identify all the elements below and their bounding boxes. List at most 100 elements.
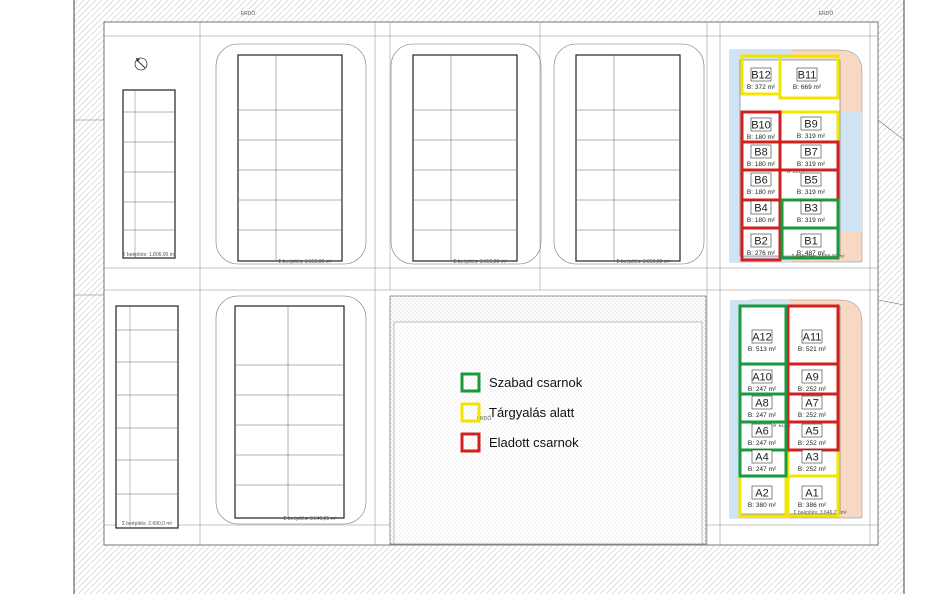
- legend-swatch-free: [460, 372, 481, 393]
- unit-area-b7: B: 319 m²: [797, 161, 826, 168]
- unit-area-b10: B: 180 m²: [747, 134, 776, 141]
- unit-id-b2: B2: [754, 236, 767, 248]
- unit-id-box-a6: [751, 423, 773, 438]
- unit-id-a2: A2: [755, 488, 768, 500]
- block-middle-3-top: Σ beépítés: 3.656,00 m²: [553, 43, 705, 265]
- unit-area-a11: B: 521 m²: [798, 346, 827, 353]
- unit-id-box-a12: [751, 329, 773, 344]
- unit-id-b10: B10: [751, 120, 771, 132]
- unit-area-a5: B: 252 m²: [798, 440, 827, 447]
- block-left-top: Σ beépítés: 1.806,00 m²: [122, 89, 176, 259]
- unit-id-a11: A11: [803, 332, 822, 344]
- unit-id-a7: A7: [805, 398, 818, 410]
- unit-id-a8: A8: [755, 398, 768, 410]
- legend: Szabad csarnok Tárgyalás alatt Eladott c…: [460, 372, 583, 453]
- unit-frame-b1[interactable]: [780, 226, 840, 260]
- unit-id-box-a10: [751, 369, 773, 384]
- forest-label-right: ERDŐ: [819, 10, 834, 17]
- forest-label-left: ERDŐ: [241, 10, 256, 17]
- legend-label-sold: Eladott csarnok: [489, 435, 579, 450]
- unit-id-a9: A9: [805, 372, 818, 384]
- block-left-top-label: Σ beépítés: 1.806,00 m²: [122, 252, 175, 258]
- unit-id-box-b6: [750, 172, 772, 187]
- block-middle-3-top-label: Σ beépítés: 3.656,00 m²: [616, 259, 669, 265]
- central-plot-label: ERDŐ: [477, 415, 492, 422]
- legend-label-free: Szabad csarnok: [489, 375, 583, 390]
- block-left-bottom: Σ beépítés: 2.690,0 m²: [115, 305, 179, 529]
- unit-area-b9: B: 319 m²: [797, 133, 826, 140]
- unit-id-box-b1: [800, 233, 822, 248]
- unit-id-box-a9: [801, 369, 823, 384]
- unit-area-b5: B: 319 m²: [797, 189, 826, 196]
- unit-id-box-b11: [796, 67, 818, 82]
- unit-area-b12: B: 372 m²: [747, 84, 776, 91]
- unit-frame-a1[interactable]: [786, 474, 840, 518]
- a-block-base: Σ beépítés: 3.646,25 m² A' ÉLET: [729, 299, 863, 519]
- unit-frame-b11[interactable]: [778, 54, 840, 100]
- unit-id-box-b4: [750, 200, 772, 215]
- unit-area-a8: B: 247 m²: [748, 412, 777, 419]
- unit-id-box-b8: [750, 144, 772, 159]
- a-building-label: A' ÉLET: [773, 422, 791, 429]
- unit-id-a1: A1: [805, 488, 818, 500]
- unit-id-box-a11: [801, 329, 823, 344]
- unit-id-a5: A5: [805, 426, 818, 438]
- a-block-label: Σ beépítés: 3.646,25 m²: [793, 510, 846, 516]
- block-middle-2-top: Σ beépítés: 3.656,00 m²: [390, 43, 542, 265]
- unit-area-a7: B: 252 m²: [798, 412, 827, 419]
- central-plot: ERDŐ: [389, 295, 707, 545]
- unit-id-a12: A12: [752, 332, 772, 344]
- unit-area-a12: B: 513 m²: [748, 346, 777, 353]
- unit-id-b7: B7: [804, 147, 817, 159]
- unit-area-a10: B: 247 m²: [748, 386, 777, 393]
- unit-id-box-a2: [751, 485, 773, 500]
- unit-id-b11: B11: [798, 70, 817, 82]
- unit-id-box-b7: [800, 144, 822, 159]
- unit-area-b11: B: 669 m²: [793, 84, 822, 91]
- unit-id-box-b2: [750, 233, 772, 248]
- internal-roads: [104, 22, 878, 545]
- unit-id-a4: A4: [755, 452, 768, 464]
- unit-area-a6: B: 247 m²: [748, 440, 777, 447]
- unit-id-box-a8: [751, 395, 773, 410]
- unit-id-b5: B5: [804, 175, 817, 187]
- unit-id-b8: B8: [754, 147, 767, 159]
- unit-area-b8: B: 180 m²: [747, 161, 776, 168]
- unit-id-b3: B3: [804, 203, 817, 215]
- unit-area-a2: B: 380 m²: [748, 502, 777, 509]
- unit-id-box-b10: [750, 117, 772, 132]
- unit-area-b2: B: 276 m²: [747, 250, 776, 257]
- b-block-base: Σ beépítés: 3.656,00 m² B' ÉLET: [729, 49, 863, 263]
- unit-id-b1: B1: [804, 236, 817, 248]
- legend-swatch-sold: [460, 432, 481, 453]
- unit-id-a3: A3: [805, 452, 818, 464]
- unit-frame-b2[interactable]: [740, 226, 782, 262]
- unit-id-a10: A10: [752, 372, 772, 384]
- unit-id-b12: B12: [751, 70, 771, 82]
- unit-area-a9: B: 252 m²: [798, 386, 827, 393]
- block-middle-2-top-label: Σ beépítés: 3.656,00 m²: [453, 259, 506, 265]
- unit-id-a6: A6: [755, 426, 768, 438]
- unit-id-box-a7: [801, 395, 823, 410]
- forest-surroundings: [74, 0, 904, 594]
- unit-id-box-a4: [751, 449, 773, 464]
- unit-id-b9: B9: [804, 119, 817, 131]
- unit-id-box-a5: [801, 423, 823, 438]
- unit-area-b1: B: 487 m²: [797, 250, 826, 257]
- unit-area-a4: B: 247 m²: [748, 466, 777, 473]
- legend-swatch-negotiating: [460, 402, 481, 423]
- unit-area-b4: B: 180 m²: [747, 217, 776, 224]
- block-left-bottom-label: Σ beépítés: 2.690,0 m²: [122, 521, 173, 527]
- block-middle-1-bottom: Σ beépítés: 3.646,25 m²: [215, 295, 367, 525]
- unit-id-b6: B6: [754, 175, 767, 187]
- unit-id-box-b3: [800, 200, 822, 215]
- unit-id-box-a3: [801, 449, 823, 464]
- unit-area-b6: B: 180 m²: [747, 189, 776, 196]
- unit-id-b4: B4: [754, 203, 767, 215]
- unit-id-box-b9: [800, 116, 822, 131]
- block-middle-1-bottom-label: Σ beépítés: 3.646,25 m²: [283, 516, 336, 522]
- unit-layer: B12 B: 372 m² B11 B: 669 m² B10 B: 180 m² B9B:…: [738, 54, 840, 518]
- unit-area-a3: B: 252 m²: [798, 466, 827, 473]
- block-middle-1-top: Σ beépítés: 3.656,00 m²: [215, 43, 367, 265]
